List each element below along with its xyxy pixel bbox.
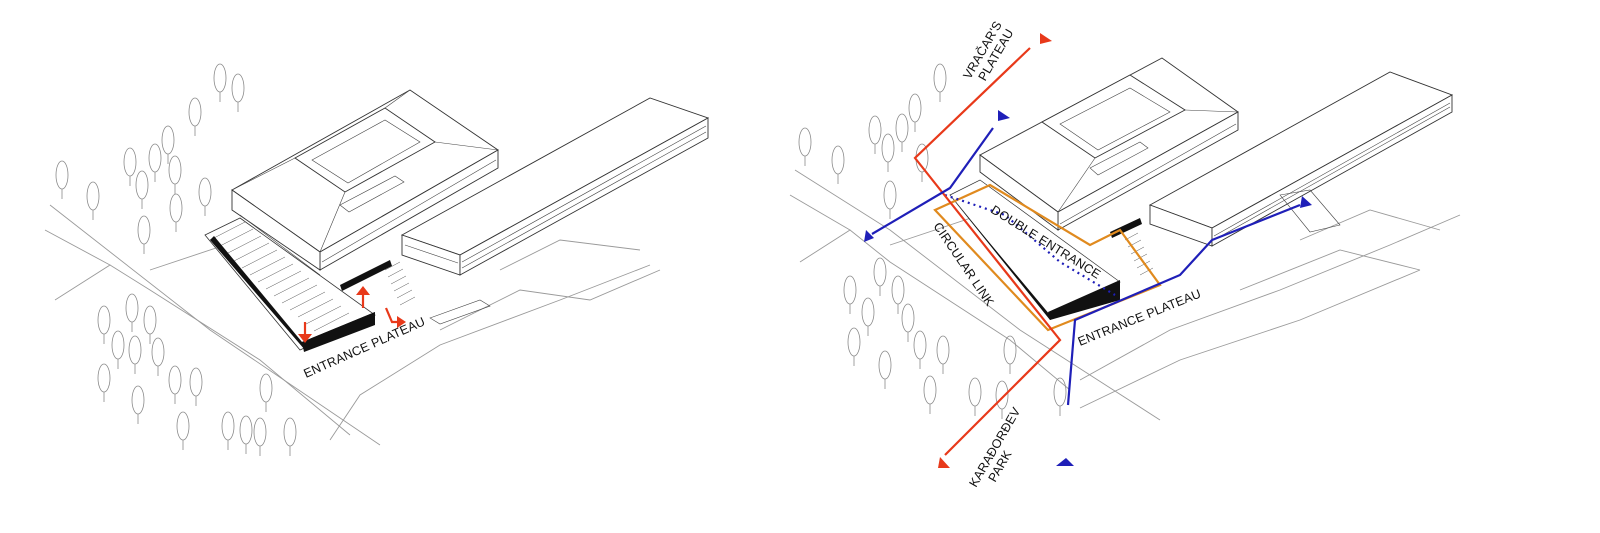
blue-route <box>864 110 1312 466</box>
blue-arrow-left-icon <box>864 230 874 242</box>
right-diagram-svg: VRAČAR'S PLATEAU DOUBLE ENTRANCE CIRCULA… <box>789 18 1461 490</box>
blue-arrow-bottom-icon <box>1056 458 1074 466</box>
vracar-plateau-label: VRAČAR'S PLATEAU <box>960 18 1017 83</box>
long-wing-building-right <box>1148 71 1454 247</box>
right-axonometric-diagram: VRAČAR'S PLATEAU DOUBLE ENTRANCE CIRCULA… <box>780 0 1600 533</box>
left-diagram-svg: ENTRANCE PLATEAU <box>44 63 710 456</box>
red-arrow-top-icon <box>1040 33 1052 44</box>
double-entrance-dotted-path <box>944 193 1116 296</box>
blue-arrow-right-icon <box>1300 196 1312 208</box>
main-building <box>231 89 499 276</box>
arrow-down-icon <box>298 322 312 343</box>
left-axonometric-diagram: ENTRANCE PLATEAU <box>0 0 780 533</box>
entrance-plateau-wedge <box>204 217 491 352</box>
red-arrow-bottom-icon <box>938 457 950 468</box>
double-entrance-outline <box>933 183 1162 332</box>
main-building-right <box>979 57 1239 231</box>
entrance-wedge-right <box>949 179 1154 320</box>
road-network-right <box>789 169 1461 421</box>
long-wing-building <box>400 97 710 276</box>
blue-arrow-top-icon <box>998 110 1010 121</box>
trees-right <box>798 63 1067 419</box>
karadordev-park-label: KARAĐORĐEV PARK <box>966 405 1023 490</box>
arrow-diagonal-icon <box>384 307 406 328</box>
red-direction-arrows <box>298 286 406 343</box>
arrow-up-icon <box>356 286 370 308</box>
trees <box>55 63 297 456</box>
